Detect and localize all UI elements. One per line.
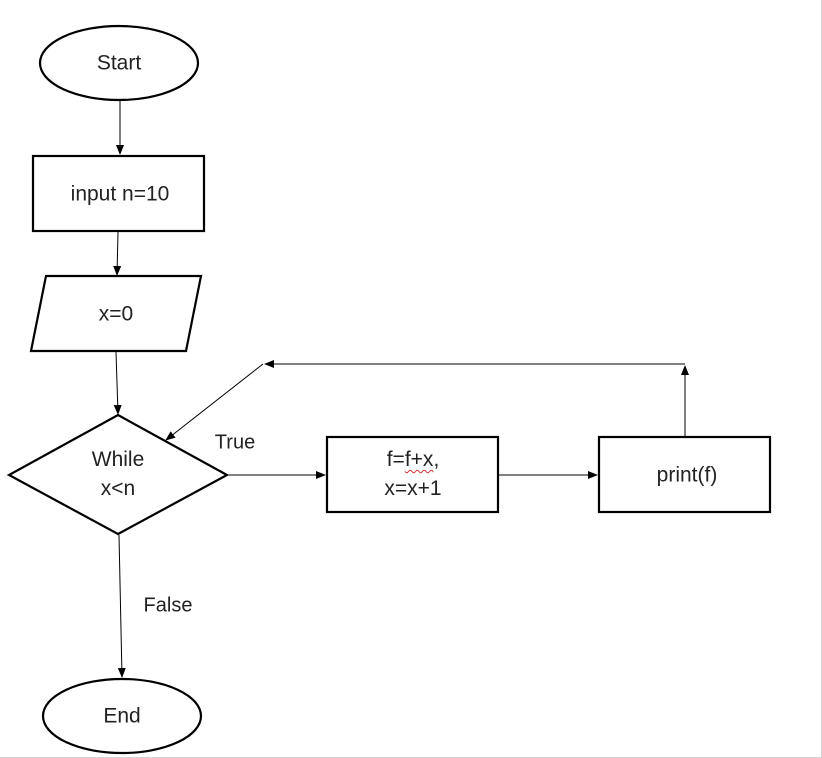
update-line1-suffix: , bbox=[433, 448, 440, 471]
output-label: print(f) bbox=[656, 463, 718, 487]
update-line1-prefix: f= bbox=[386, 448, 405, 471]
init-io-shape bbox=[29, 274, 203, 353]
update-line2: x=x+1 bbox=[384, 477, 442, 500]
end-label: End bbox=[103, 704, 141, 728]
start-label: Start bbox=[96, 51, 142, 75]
loop-condition-label: While x<n bbox=[92, 445, 145, 503]
loop-condition-line1: While bbox=[91, 448, 145, 471]
loop-condition-line2: x<n bbox=[100, 477, 136, 500]
start-terminator-shape bbox=[38, 24, 200, 102]
loop-decision-shape bbox=[6, 413, 230, 536]
true-branch-label: True bbox=[214, 431, 256, 454]
update-label: f=f+x, x=x+1 bbox=[384, 445, 441, 503]
input-process-shape bbox=[31, 154, 206, 233]
arrow-input-to-init bbox=[113, 231, 122, 276]
output-process-shape bbox=[597, 435, 772, 514]
init-label: x=0 bbox=[98, 302, 134, 326]
spellcheck-flagged-text: f+x bbox=[404, 448, 434, 471]
arrow-loop-back-to-condition bbox=[165, 363, 264, 441]
arrow-init-to-condition bbox=[113, 351, 122, 415]
end-terminator-shape bbox=[41, 677, 203, 755]
false-branch-label: False bbox=[143, 594, 193, 617]
arrow-condition-to-end bbox=[117, 534, 126, 678]
update-line1: f=f+x, bbox=[384, 445, 441, 474]
input-label: input n=10 bbox=[70, 182, 170, 206]
update-process-shape bbox=[325, 435, 500, 514]
